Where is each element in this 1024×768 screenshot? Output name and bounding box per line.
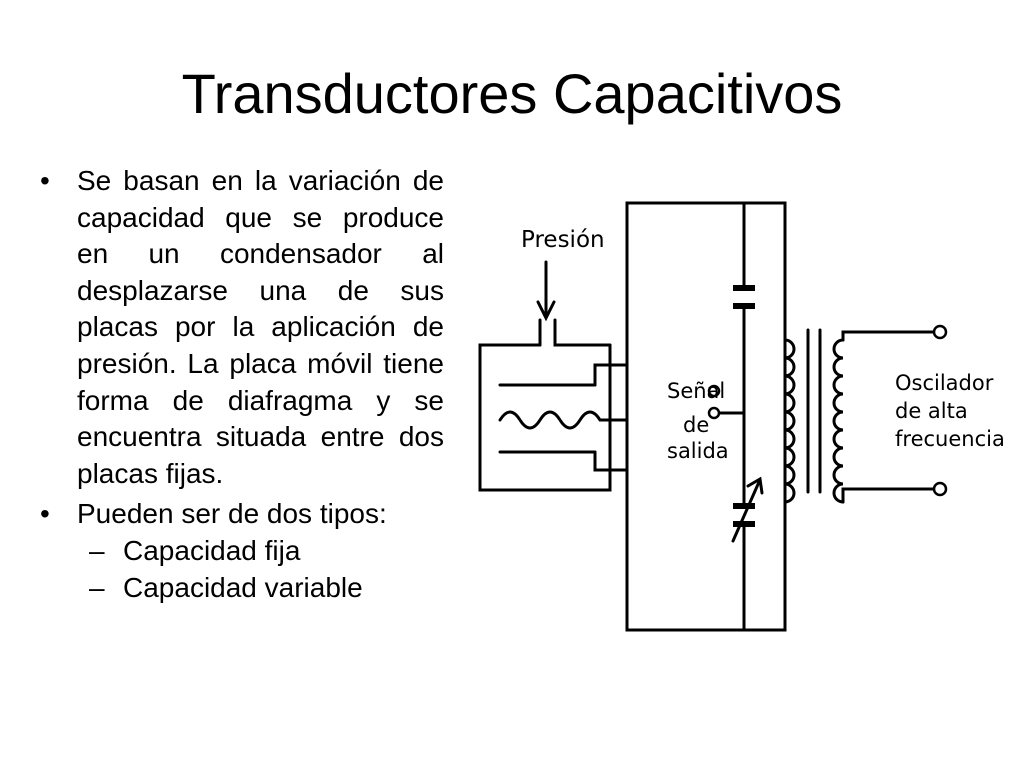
- label-salida: salida: [667, 439, 729, 463]
- sub-item-text: Capacidad fija: [123, 534, 301, 566]
- signal-terminal-lower: [707, 406, 721, 420]
- bullet-marker: •: [40, 165, 50, 196]
- sub-item-text: Capacidad variable: [123, 571, 363, 603]
- bullet-text: Se basan en la variación de capacidad qu…: [77, 165, 444, 489]
- sensor-housing-right: [538, 343, 612, 492]
- oscillator-terminal-top: [932, 324, 948, 340]
- label-de: de: [683, 413, 709, 437]
- sensor-lead-bottom: [593, 450, 629, 472]
- dash-marker: –: [89, 571, 105, 603]
- sensor-housing-inner: [538, 318, 612, 347]
- sensor-housing: [478, 343, 542, 492]
- variable-capacitor-arrowhead: [746, 476, 764, 495]
- variable-capacitor-plate-top: [733, 503, 755, 509]
- oscillator-terminal-bottom: [932, 481, 948, 497]
- label-presion: Presión: [521, 227, 605, 253]
- bullet-text: Pueden ser de dos tipos:: [77, 498, 387, 530]
- capacitive-transducer-diagram: Presión Señal de salida Oscilador de alt…: [478, 201, 1005, 632]
- label-senal: Señal: [667, 379, 725, 403]
- slide-title: Transductores Capacitivos: [181, 62, 843, 125]
- bullet-item: • Pueden ser de dos tipos: – Capacidad f…: [40, 496, 444, 606]
- pressure-arrow-head: [536, 300, 556, 322]
- secondary-lead-bottom: [841, 487, 936, 504]
- fixed-capacitor-plate-bottom: [733, 303, 755, 309]
- label-oscilador: Oscilador: [895, 371, 994, 395]
- variable-capacitor-arrow: [731, 480, 761, 543]
- circuit-frame: [625, 201, 787, 632]
- secondary-lead-top: [841, 330, 936, 342]
- diaphragm: [498, 410, 612, 430]
- sub-item-capacidad-fija: – Capacidad fija: [77, 533, 444, 570]
- sub-item-capacidad-variable: – Capacidad variable: [77, 570, 444, 607]
- bullet-marker: •: [40, 498, 50, 530]
- dash-marker: –: [89, 534, 105, 566]
- sub-list: – Capacidad fija – Capacidad variable: [77, 533, 444, 606]
- bullet-item: • Se basan en la variación de capacidad …: [40, 163, 444, 492]
- bullet-list: • Se basan en la variación de capacidad …: [40, 163, 444, 606]
- variable-capacitor-plate-bottom: [733, 521, 755, 527]
- fixed-capacitor-plate-top: [733, 285, 755, 291]
- primary-coil: [783, 338, 796, 504]
- secondary-coil: [832, 338, 845, 504]
- signal-terminal-upper: [707, 384, 721, 398]
- label-de-alta: de alta: [895, 399, 968, 423]
- label-frecuencia: frecuencia: [895, 427, 1005, 451]
- sensor-lead-top: [593, 363, 629, 387]
